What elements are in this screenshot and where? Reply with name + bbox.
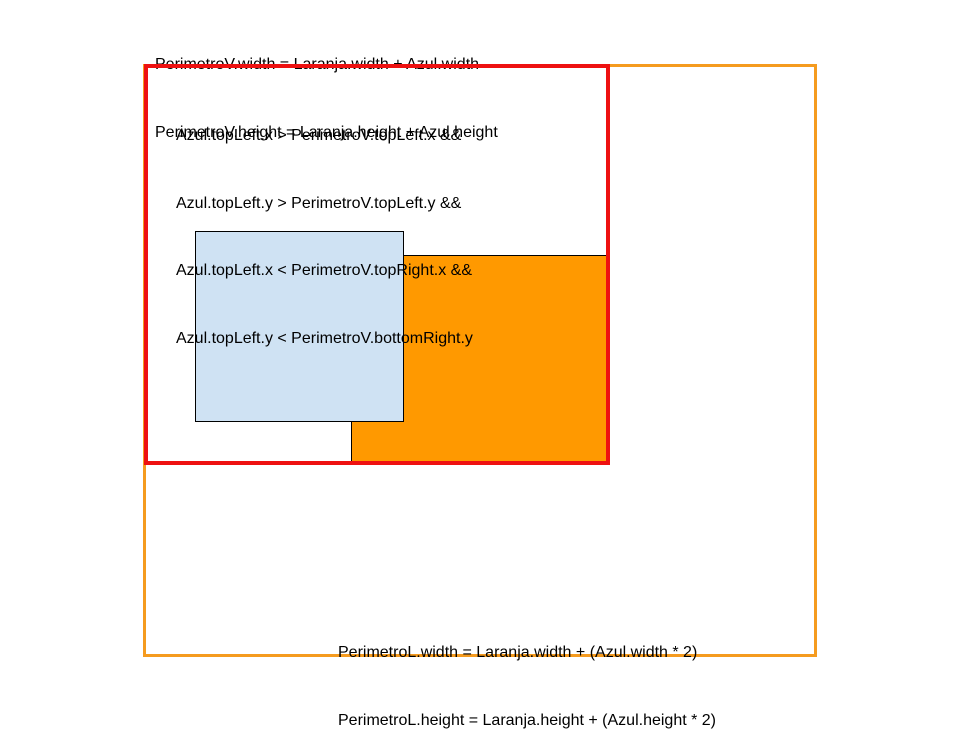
condition-line-1: Azul.topLeft.x > PerimetroV.topLeft.x && [176,127,462,144]
perimetroV-outline [144,64,610,465]
perimetroL-width-formula: PerimetroL.width = Laranja.width + (Azul… [338,644,698,661]
condition-line-3: Azul.topLeft.x < PerimetroV.topRight.x &… [176,262,473,279]
perimetroV-height-formula: PerimetroV.height = Laranja.height + Azu… [155,123,498,141]
azul-rectangle [195,231,404,422]
perimetroL-formulas: PerimetroL.width = Laranja.width + (Azul… [338,597,716,755]
condition-line-4: Azul.topLeft.y < PerimetroV.bottomRight.… [176,329,473,347]
containment-condition: Azul.topLeft.x > PerimetroV.topLeft.x &&… [176,80,473,373]
condition-line-2: Azul.topLeft.y > PerimetroV.topLeft.y && [176,194,462,212]
perimetroL-height-formula: PerimetroL.height = Laranja.height + (Az… [338,711,717,729]
